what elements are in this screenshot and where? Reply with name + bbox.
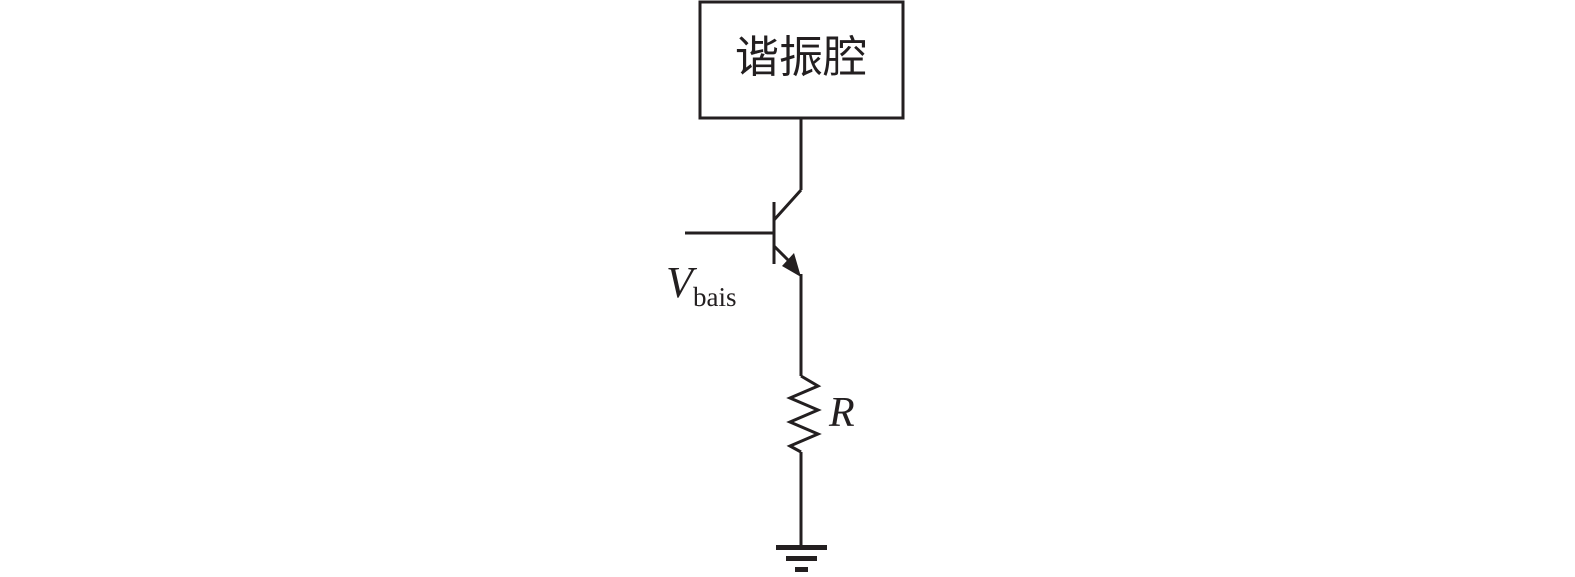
npn-transistor <box>685 188 803 277</box>
ground-bar-1 <box>776 545 827 550</box>
resistor-icon <box>786 374 822 454</box>
ground-bar-3 <box>795 567 808 572</box>
emitter-arrow-icon <box>782 253 801 277</box>
transistor-collector-lead <box>772 188 803 222</box>
resonator-block: 谐振腔 <box>698 0 905 120</box>
bias-subscript: bais <box>693 282 737 312</box>
ground-icon <box>776 545 827 572</box>
resistor-label: R <box>828 390 855 436</box>
resonator-label: 谐振腔 <box>735 32 867 83</box>
bias-voltage-label: V bais <box>666 258 737 312</box>
bias-symbol: V <box>666 258 698 307</box>
ground-bar-2 <box>786 556 817 561</box>
